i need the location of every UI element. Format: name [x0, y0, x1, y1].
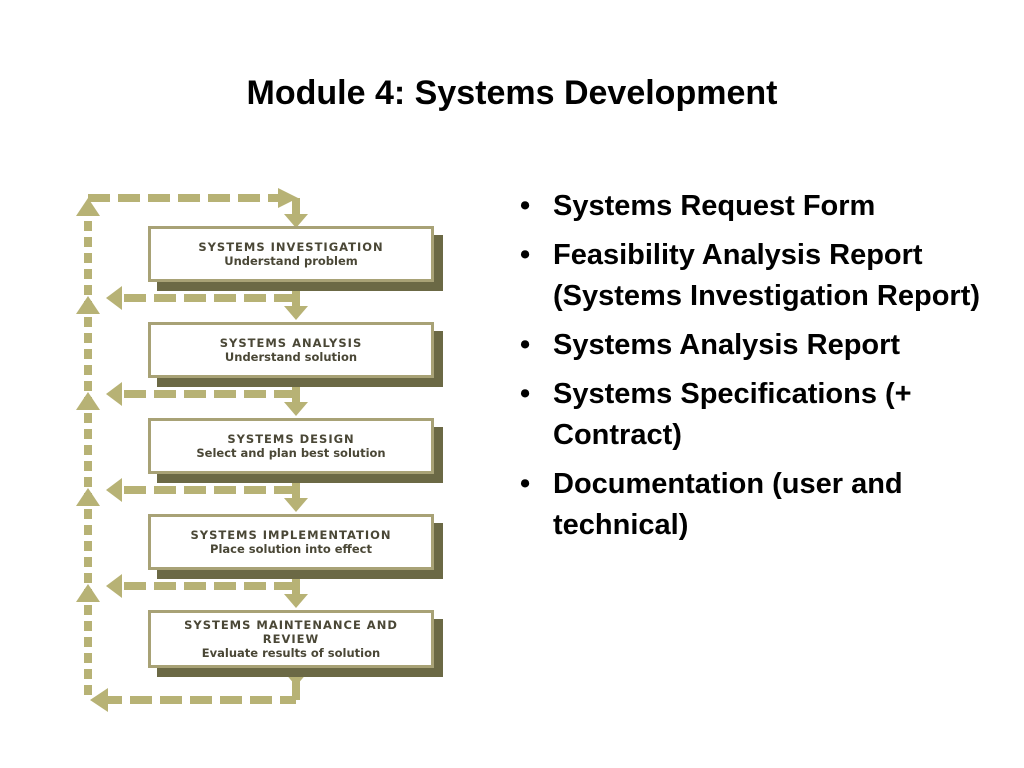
left-arrowhead-icon: [106, 286, 122, 310]
stage-systems-investigation: SYSTEMS INVESTIGATION Understand problem: [148, 226, 434, 282]
stage-subtitle: Place solution into effect: [210, 542, 372, 556]
stage-subtitle: Understand solution: [224, 350, 358, 364]
left-arrowhead-icon: [106, 478, 122, 502]
stage-title: SYSTEMS IMPLEMENTATION: [190, 528, 392, 542]
down-arrowhead-icon: [284, 498, 308, 512]
stage-systems-design: SYSTEMS DESIGN Select and plan best solu…: [148, 418, 434, 474]
list-item: • Documentation (user and technical): [508, 464, 988, 546]
stage-title: SYSTEMS DESIGN: [227, 432, 355, 446]
bullet-icon: •: [520, 190, 531, 222]
list-item-text: Systems Analysis Report: [553, 329, 901, 361]
down-arrowhead-icon: [284, 672, 308, 686]
up-arrowhead-icon: [76, 296, 100, 314]
list-item: • Systems Specifications (+ Contract): [508, 374, 988, 456]
left-arrowhead-icon: [90, 688, 108, 712]
up-arrowhead-icon: [76, 488, 100, 506]
stage-systems-analysis: SYSTEMS ANALYSIS Understand solution: [148, 322, 434, 378]
stage-subtitle: Understand problem: [224, 254, 358, 268]
stage-systems-implementation: SYSTEMS IMPLEMENTATION Place solution in…: [148, 514, 434, 570]
bullet-icon: •: [520, 378, 531, 410]
list-item-text: Documentation (user and technical): [553, 468, 903, 541]
down-arrowhead-icon: [284, 214, 308, 228]
bullet-icon: •: [520, 329, 531, 361]
up-arrowhead-icon: [76, 198, 100, 216]
stage-title: SYSTEMS MAINTENANCE AND REVIEW: [184, 618, 398, 646]
down-arrowhead-icon: [284, 402, 308, 416]
systems-development-cycle-diagram: SYSTEMS INVESTIGATION Understand problem…: [60, 180, 480, 720]
right-arrowhead-icon: [278, 188, 298, 208]
stage-title: SYSTEMS INVESTIGATION: [198, 240, 384, 254]
down-arrowhead-icon: [284, 594, 308, 608]
stage-subtitle: Evaluate results of solution: [201, 646, 381, 660]
down-arrowhead-icon: [284, 306, 308, 320]
list-item-text: Systems Specifications (+ Contract): [553, 378, 912, 451]
slide-title: Module 4: Systems Development: [246, 74, 778, 112]
list-item: • Feasibility Analysis Report (Systems In…: [508, 235, 988, 317]
left-arrowhead-icon: [106, 574, 122, 598]
deliverables-list: • Systems Request Form • Feasibility Analy…: [508, 186, 988, 554]
left-arrowhead-icon: [106, 382, 122, 406]
up-arrowhead-icon: [76, 392, 100, 410]
up-arrowhead-icon: [76, 584, 100, 602]
stage-subtitle: Select and plan best solution: [196, 446, 386, 460]
stage-systems-maintenance-and-review: SYSTEMS MAINTENANCE AND REVIEW Evaluate …: [148, 610, 434, 668]
list-item: • Systems Request Form: [508, 186, 988, 227]
cycle-arrows: [76, 188, 308, 712]
bullet-icon: •: [520, 239, 531, 271]
list-item-text: Systems Request Form: [553, 190, 876, 222]
stage-title: SYSTEMS ANALYSIS: [219, 336, 363, 350]
list-item: • Systems Analysis Report: [508, 325, 988, 366]
list-item-text: Feasibility Analysis Report (Systems Inv…: [553, 239, 981, 312]
bullet-icon: •: [520, 468, 531, 500]
